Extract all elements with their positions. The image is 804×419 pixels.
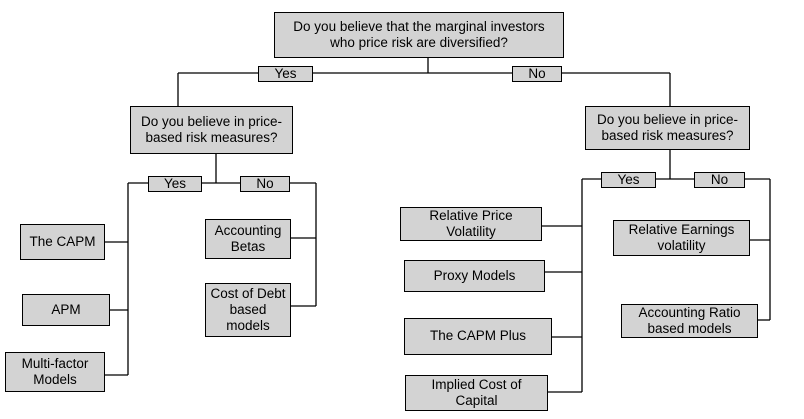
model-box-capm-plus: The CAPM Plus [404, 318, 552, 355]
model-box-relative-price-volatility: Relative Price Volatility [400, 207, 542, 241]
left-yes-label: Yes [148, 176, 202, 192]
left-question-box: Do you believe in price- based risk meas… [130, 106, 293, 154]
right-question-box: Do you believe in price- based risk meas… [585, 106, 750, 150]
model-box-relative-earnings-volatility: Relative Earnings volatility [613, 220, 750, 256]
model-box-implied-cost-of-capital: Implied Cost of Capital [405, 375, 548, 411]
right-yes-label: Yes [601, 172, 656, 188]
model-box-cost-of-debt: Cost of Debt based models [205, 283, 291, 337]
right-no-label: No [694, 172, 745, 188]
root-yes-label: Yes [258, 66, 313, 82]
root-question-box: Do you believe that the marginal investo… [274, 12, 564, 58]
model-box-multi-factor: Multi-factor Models [5, 352, 105, 392]
model-box-accounting-betas: Accounting Betas [205, 219, 291, 259]
model-box-apm: APM [22, 294, 110, 326]
left-no-label: No [240, 176, 290, 192]
model-box-accounting-ratio: Accounting Ratio based models [621, 304, 758, 338]
model-box-proxy-models: Proxy Models [404, 260, 545, 292]
root-no-label: No [512, 66, 562, 82]
model-box-capm: The CAPM [20, 224, 105, 260]
